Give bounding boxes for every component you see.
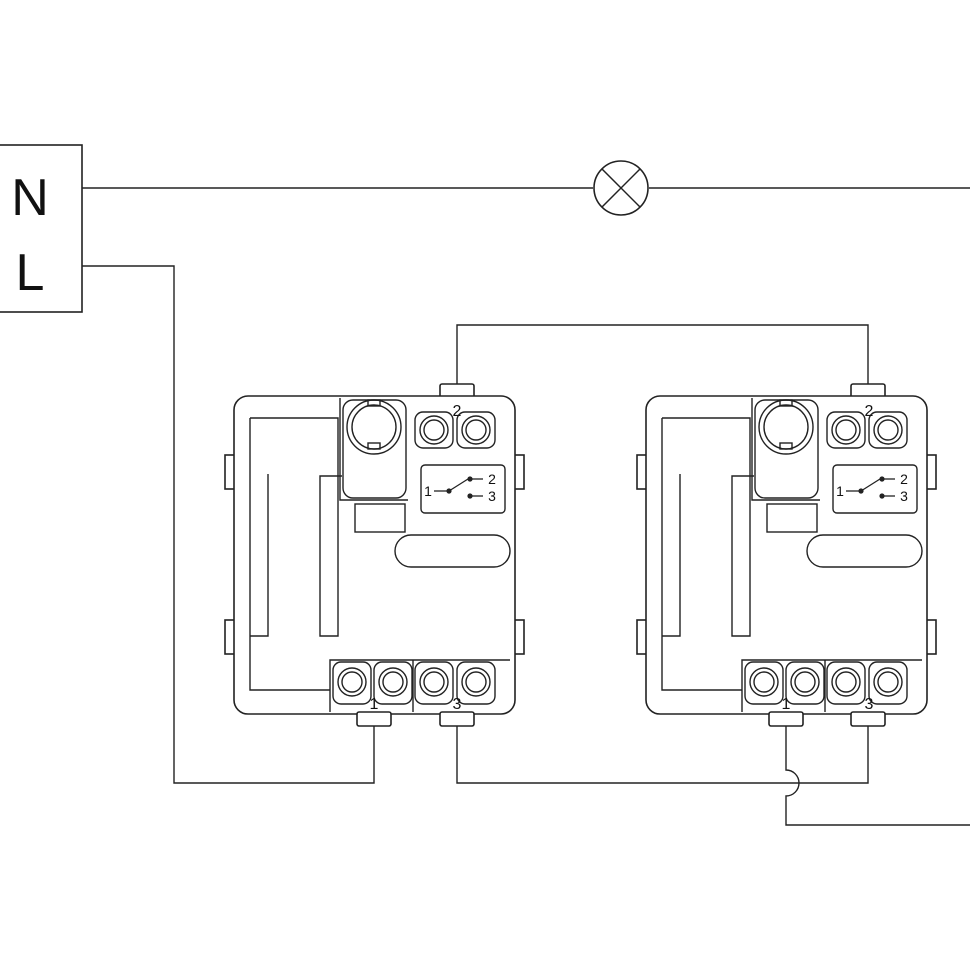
supply-block: N L (0, 144, 83, 313)
switch-symbol: 1 2 3 (424, 471, 496, 504)
terminal-3-label: 3 (453, 696, 462, 713)
svg-text:1: 1 (836, 483, 844, 499)
traveller-wire-bottom (456, 724, 869, 784)
screw-terminal (414, 411, 496, 449)
terminal-2-label: 2 (453, 403, 462, 420)
screw-terminal (826, 411, 908, 449)
svg-text:2: 2 (900, 471, 908, 487)
screw-terminal (332, 661, 496, 705)
terminal-2-label: 2 (865, 403, 874, 420)
terminal-1-label: 1 (370, 696, 379, 713)
lamp-icon (593, 160, 649, 216)
line-wire (82, 265, 375, 784)
switch-symbol: 1 2 3 (836, 471, 908, 504)
line-label: L (16, 244, 45, 302)
svg-text:2: 2 (488, 471, 496, 487)
switch-module-1: 2 1 2 3 1 3 (224, 383, 525, 727)
terminal-3-label: 3 (865, 696, 874, 713)
svg-text:3: 3 (488, 488, 496, 504)
screw-terminal (744, 661, 908, 705)
terminal-1-label: 1 (782, 696, 791, 713)
supply-box (0, 144, 83, 313)
svg-text:3: 3 (900, 488, 908, 504)
traveller-wire-top (456, 324, 869, 388)
switch-module-2: 2 1 2 3 1 3 (636, 383, 937, 727)
svg-text:1: 1 (424, 483, 432, 499)
neutral-label: N (11, 169, 49, 227)
switched-live-wire (785, 724, 970, 826)
